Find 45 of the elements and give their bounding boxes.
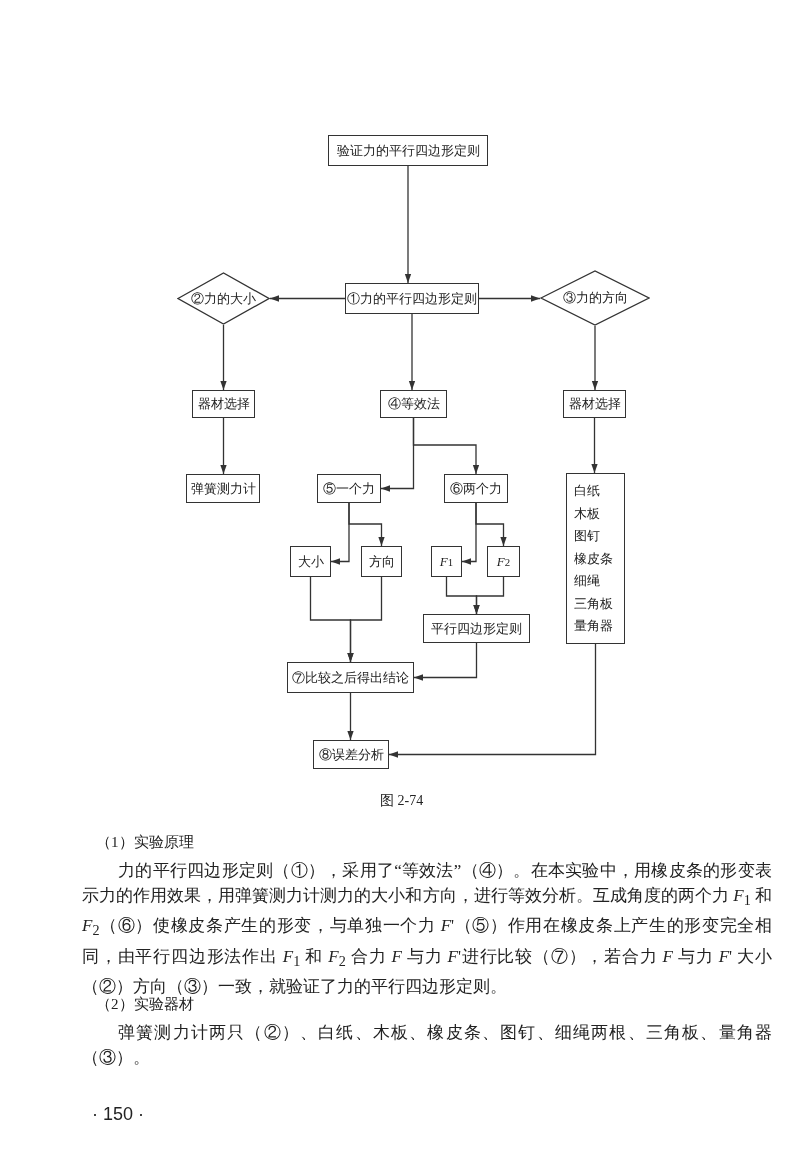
arrow	[347, 692, 354, 741]
arrow	[348, 502, 385, 547]
process-box: ⑧误差分析	[313, 740, 389, 769]
body-paragraph: 弹簧测力计两只（②）、白纸、木板、橡皮条、图钉、细绳两根、三角板、量角器（③）。	[82, 1022, 772, 1069]
figure-caption: 图 2-74	[380, 792, 424, 810]
arrow	[220, 417, 227, 475]
arrow	[473, 576, 505, 615]
section-heading: （2）实验器材	[96, 995, 194, 1014]
process-box: 平行四边形定则	[423, 614, 530, 643]
process-box: ⑥两个力	[444, 474, 508, 503]
process-box: 验证力的平行四边形定则	[328, 135, 488, 166]
arrow	[404, 165, 412, 284]
arrow	[478, 295, 541, 302]
arrow	[591, 325, 599, 391]
list-item: 图钉	[574, 527, 600, 545]
arrow	[591, 417, 598, 474]
diamond-label: ③力的方向	[562, 289, 628, 307]
list-item: 细绳	[574, 572, 600, 590]
page-number: · 150 ·	[92, 1103, 145, 1126]
list-item: 木板	[574, 504, 600, 523]
process-box: 方向	[361, 546, 402, 577]
process-box: 大小	[290, 546, 331, 577]
process-box: 器材选择	[563, 390, 626, 418]
process-box: ⑤一个力	[317, 474, 381, 503]
arrow	[269, 295, 346, 302]
arrow	[408, 313, 416, 391]
process-box: 弹簧测力计	[186, 474, 260, 503]
list-box	[566, 473, 625, 644]
process-box: 器材选择	[192, 390, 255, 418]
arrow	[412, 417, 480, 475]
section-heading: （1）实验原理	[96, 833, 194, 852]
list-item: 量角器	[574, 617, 613, 635]
body-paragraph: 力的平行四边形定则（①），采用了“等效法”（④）。在本实验中，用橡皮条的形变表示力的作用效果，用弹簧测力计测力的大小和方向，进行等效分析。互成角度的两个力 F$_{1}$ 和 F$_{2}$（⑥）使橡皮条产生的形变，与单独一个力 F'（⑤）作用在橡皮条上产生的形变完全相同，由平行四边形法作出 F$_{1}$ 和 F$_{2}$ 合力 F 与力 F'进行比较（⑦），若合力 F 与力 F' 大小（②）方向（③）一致，就验证了力的平行四边形定则。	[82, 860, 772, 997]
process-box: ①力的平行四边形定则	[345, 283, 479, 314]
list-item: 三角板	[574, 594, 613, 613]
arrow	[347, 576, 383, 663]
list-item: 橡皮条	[574, 549, 613, 568]
arrow	[388, 643, 597, 758]
process-box: ④等效法	[380, 390, 447, 418]
list-item: 白纸	[574, 482, 600, 500]
arrow	[475, 502, 507, 547]
process-box: ⑦比较之后得出结论	[287, 662, 414, 693]
arrow	[413, 642, 478, 681]
arrow	[220, 324, 227, 391]
diamond-label: ②力的大小	[191, 289, 256, 308]
